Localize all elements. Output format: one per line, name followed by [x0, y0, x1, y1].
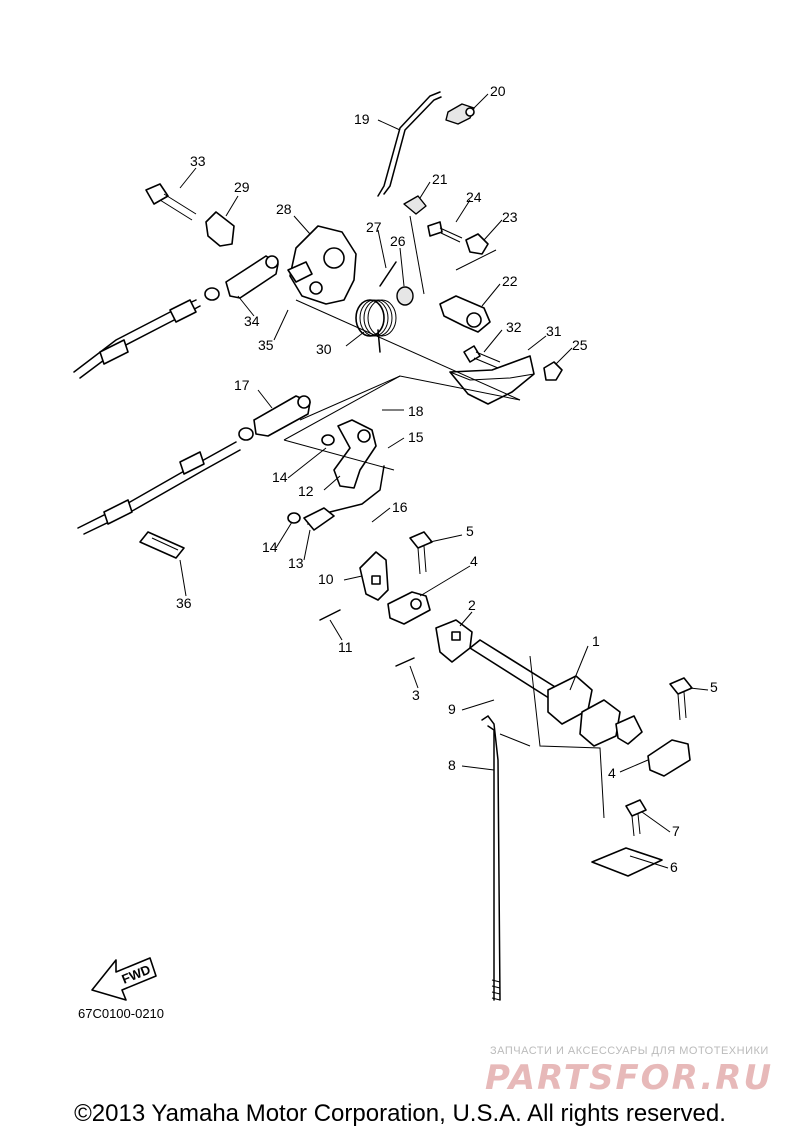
callout-22: 22	[502, 273, 518, 289]
callout-24: 24	[466, 189, 482, 205]
fwd-arrow-icon: FWD	[91, 957, 157, 1001]
bolt-5-part	[409, 531, 433, 549]
arm-part	[333, 419, 377, 489]
upper-assembly	[73, 91, 563, 421]
callout-23: 23	[502, 209, 518, 225]
callout-31: 31	[546, 323, 562, 339]
shaft-part	[469, 639, 561, 701]
nut-part	[543, 361, 563, 381]
callout-13: 13	[288, 555, 304, 571]
bolt-5b-part	[669, 677, 693, 695]
callout-29: 29	[234, 179, 250, 195]
callout-3: 3	[412, 687, 420, 703]
callout-labels: 1 2 3 4 4 5 5 6 7 8 9 10 11 12 13 14 14 …	[176, 83, 718, 875]
label-plate-part	[139, 531, 185, 559]
clamp-part	[387, 591, 431, 625]
callout-20: 20	[490, 83, 506, 99]
cable-end-17-part	[253, 395, 311, 437]
callout-21: 21	[432, 171, 448, 187]
callout-7: 7	[672, 823, 680, 839]
callout-4b: 4	[608, 765, 616, 781]
callout-33: 33	[190, 153, 206, 169]
callout-2: 2	[468, 597, 476, 613]
spacer-part	[465, 233, 489, 255]
callout-25: 25	[572, 337, 588, 353]
callout-12: 12	[298, 483, 314, 499]
copyright-notice: ©2013 Yamaha Motor Corporation, U.S.A. A…	[74, 1100, 726, 1127]
callout-16: 16	[392, 499, 408, 515]
callout-30: 30	[316, 341, 332, 357]
callout-32: 32	[506, 319, 522, 335]
callout-14a: 14	[272, 469, 288, 485]
watermark-tagline: ЗАПЧАСТИ И АКСЕССУАРЫ ДЛЯ МОТОТЕХНИКИ	[490, 1045, 769, 1057]
cable-end-part	[225, 255, 279, 299]
callout-5b: 5	[710, 679, 718, 695]
pin-part	[379, 261, 397, 287]
spring-part	[355, 299, 397, 353]
shift-rod-part	[377, 91, 441, 197]
callout-34: 34	[244, 313, 260, 329]
bolt-7-part	[625, 799, 647, 817]
lever-2-part	[435, 619, 473, 663]
plate-6-part	[591, 847, 663, 877]
collar-29-part	[205, 211, 235, 247]
callout-1: 1	[592, 633, 600, 649]
callout-27: 27	[366, 219, 382, 235]
middle-assembly	[77, 375, 693, 1001]
reference-code: 67C0100-0210	[78, 1006, 164, 1021]
callout-35: 35	[258, 337, 274, 353]
callout-6: 6	[670, 859, 678, 875]
watermark-brand: PARTSFOR.RU	[485, 1058, 774, 1098]
pin-3-part	[395, 657, 415, 667]
lever-part	[439, 295, 491, 333]
collar-part	[403, 195, 427, 215]
long-rod-part	[481, 714, 501, 1001]
callout-14b: 14	[262, 539, 278, 555]
callout-5a: 5	[466, 523, 474, 539]
washer-part	[321, 434, 335, 446]
leader-lines	[179, 93, 709, 869]
callout-8: 8	[448, 757, 456, 773]
bolt-part	[427, 221, 443, 237]
plate-part	[449, 355, 535, 405]
callout-17: 17	[234, 377, 250, 393]
callout-26: 26	[390, 233, 406, 249]
callout-19: 19	[354, 111, 370, 127]
callout-36: 36	[176, 595, 192, 611]
callout-9: 9	[448, 701, 456, 717]
callout-28: 28	[276, 201, 292, 217]
callout-4a: 4	[470, 553, 478, 569]
callout-15: 15	[408, 429, 424, 445]
bolt-32-part	[463, 345, 481, 363]
clamp-4b-part	[647, 739, 691, 777]
callout-10: 10	[318, 571, 334, 587]
collar-26-part	[396, 286, 414, 306]
pin-11-part	[319, 609, 341, 621]
bracket-part	[289, 225, 357, 305]
callout-18: 18	[408, 403, 424, 419]
callout-11: 11	[338, 639, 353, 655]
